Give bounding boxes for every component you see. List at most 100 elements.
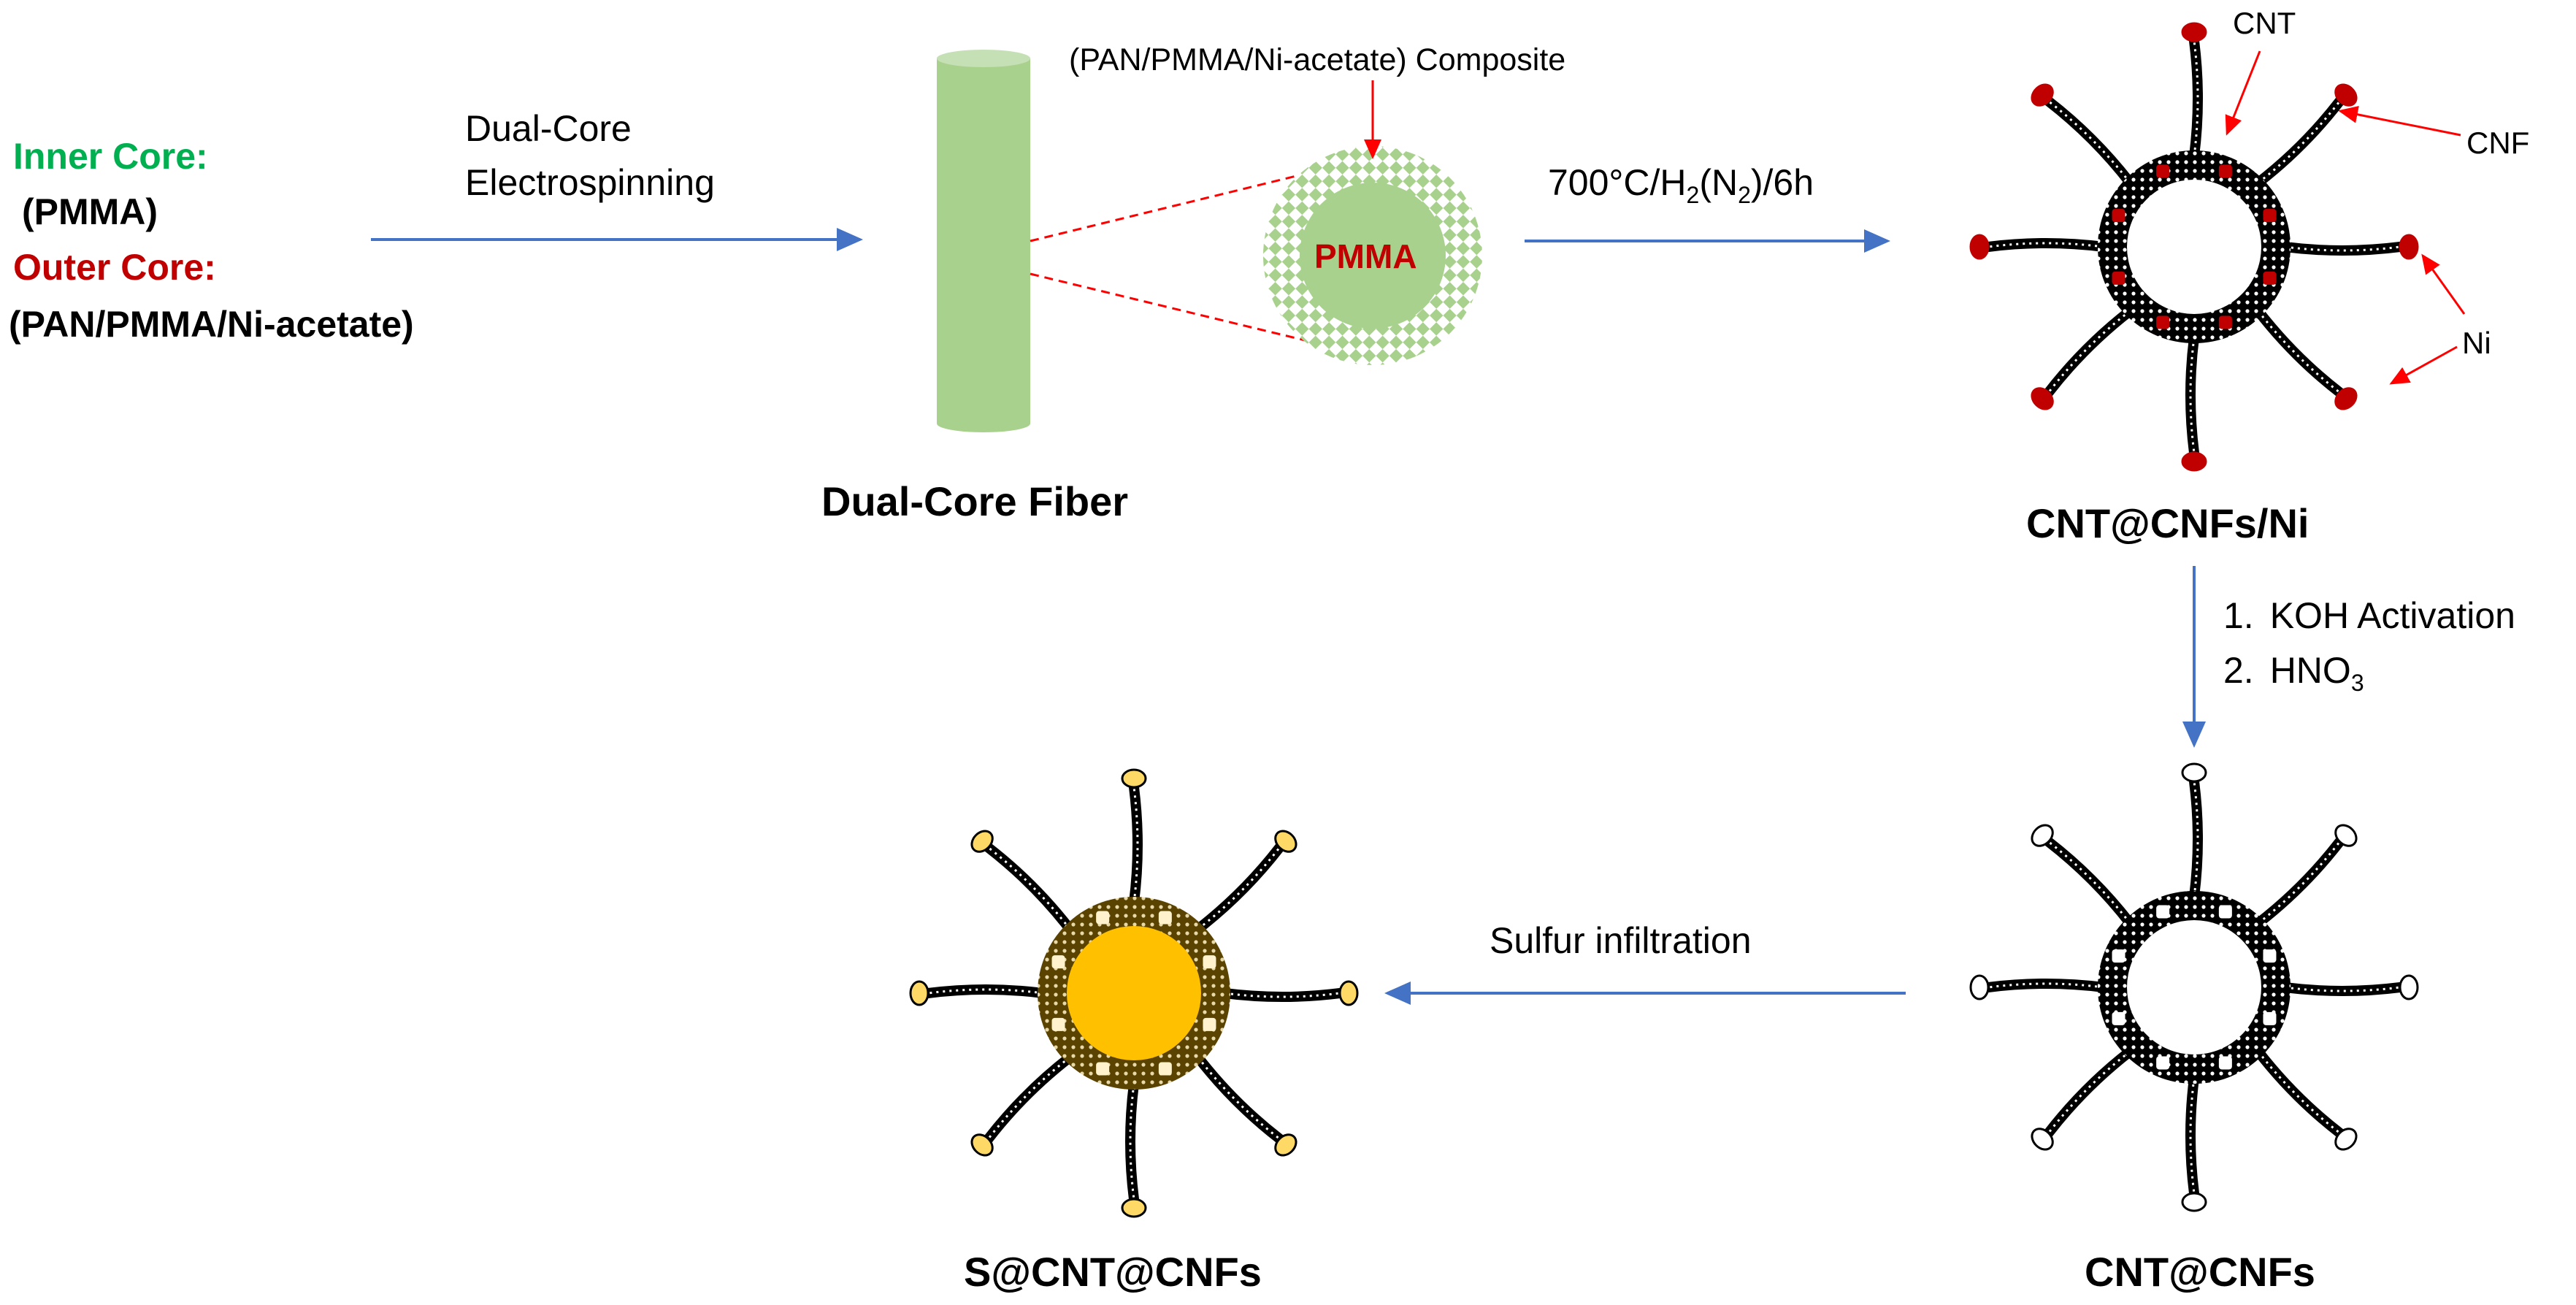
cnf-callout-arrow: [2338, 105, 2461, 137]
nanotube-arm-dots: [2257, 100, 2341, 184]
cnt-cnf-structure-icon: [1969, 762, 2419, 1212]
ni-callout-label: Ni: [2462, 326, 2491, 360]
sulfur-tip: [1274, 1133, 1297, 1157]
nanotube-arm-dots: [2047, 1050, 2131, 1134]
zoom-line-top: [1030, 168, 1324, 242]
nanotube-arm: [1219, 988, 1345, 1002]
sulfur-infiltration-label: Sulfur infiltration: [1490, 920, 1752, 961]
activation-step-2: 2.HNO3: [2223, 650, 2364, 696]
cnf-callout-label: CNF: [2466, 126, 2530, 160]
pore: [2263, 949, 2277, 963]
sulfur-particle: [1158, 1062, 1172, 1076]
ni-particle-tip: [2181, 22, 2207, 42]
nanotube-arm-dots: [1987, 982, 2104, 989]
ni-callout-arrow-1: [2421, 253, 2466, 315]
cnt-cnf-ni-structure-icon: [1969, 22, 2419, 472]
ni-callout-arrow-2: [2389, 345, 2458, 385]
nanotube-arm-dots: [2047, 310, 2131, 394]
nanotube-arm: [2043, 96, 2136, 188]
activation-step-1: 1.KOH Activation: [2223, 595, 2515, 636]
ni-particle: [2156, 315, 2170, 329]
ni-particle-tip: [1969, 234, 1990, 260]
inner-core-value: (PMMA): [22, 191, 158, 232]
nanotube-arm-dots: [987, 1056, 1071, 1140]
sulfur-particle: [1051, 1017, 1065, 1031]
electrospinning-label-line2: Electrospinning: [465, 162, 715, 203]
nanotube-arm-dots: [927, 988, 1044, 995]
nanotube-arm-dots: [1197, 1056, 1281, 1140]
nanotube-arm-dots: [2284, 245, 2401, 252]
outer-core-value: (PAN/PMMA/Ni-acetate): [9, 304, 414, 345]
nanotube-arm-dots: [2047, 100, 2131, 184]
nanotube-arm-dots: [1224, 992, 1341, 998]
inner-core-label: Inner Core:: [13, 136, 208, 177]
ni-particle-tip: [2334, 83, 2358, 107]
nanotube-arm: [2185, 332, 2199, 458]
ni-particle-tip: [2031, 387, 2054, 410]
ni-particle-tip: [2031, 83, 2054, 107]
pore: [2218, 1056, 2232, 1070]
nanotube-arm-dots: [1197, 846, 1281, 930]
nanotube-arm: [2043, 836, 2136, 929]
nanotube-arm: [1983, 979, 2109, 992]
sulfur-tip: [970, 1133, 994, 1157]
nanotube-arm-dots: [2257, 310, 2341, 394]
nanotube-arm-dots: [2257, 1050, 2341, 1134]
nanotube-arm-dots: [987, 846, 1071, 930]
composite-label: (PAN/PMMA/Ni-acetate) Composite: [1069, 42, 1566, 77]
nanotube-arm: [1983, 238, 2109, 252]
empty-tip: [2181, 762, 2207, 783]
empty-tip: [2031, 1128, 2054, 1151]
nanotube-arm: [983, 842, 1076, 935]
cnt-callout-arrow: [2225, 50, 2261, 136]
sulfur-tip: [970, 830, 994, 853]
nanotube-arm: [983, 1052, 1076, 1144]
empty-tip: [2334, 1128, 2358, 1151]
nanotube-arm: [2043, 1046, 2136, 1138]
ni-particle-tip: [2334, 387, 2358, 410]
sulfur-tip: [1121, 1198, 1147, 1218]
zoom-line-bottom: [1030, 272, 1324, 346]
electrospinning-label-line1: Dual-Core: [465, 108, 632, 149]
sulfur-particle: [1203, 955, 1216, 969]
pore: [2112, 1011, 2125, 1025]
dual-core-fiber-title: Dual-Core Fiber: [821, 478, 1129, 524]
fiber-hollow-core: [2127, 920, 2261, 1055]
ni-particle: [2218, 164, 2232, 178]
empty-tip: [2399, 974, 2419, 1000]
nanotube-arm: [2253, 836, 2345, 929]
dual-core-fiber-icon: [937, 50, 1030, 432]
cnt-cnf-title: CNT@CNFs: [2085, 1249, 2315, 1295]
nanotube-arm-dots: [2193, 781, 2199, 898]
ni-particle: [2112, 209, 2125, 223]
nanotube-arm-dots: [1987, 242, 2104, 248]
sulfur-particle: [1051, 955, 1065, 969]
outer-core-label: Outer Core:: [13, 247, 216, 288]
nanotube-arm-dots: [2193, 40, 2199, 157]
nanotube-arm: [2280, 242, 2405, 256]
pore: [2218, 905, 2232, 919]
pore: [2156, 1056, 2170, 1070]
nanotube-arm-dots: [1132, 787, 1139, 903]
nanotube-arm: [2189, 776, 2203, 902]
cross-section-icon: [1263, 146, 1482, 365]
sulfur-particle: [1203, 1017, 1216, 1031]
nanotube-arm: [1125, 1079, 1139, 1204]
pore: [2112, 949, 2125, 963]
fiber-hollow-core: [1067, 926, 1201, 1060]
cnt-callout-label: CNT: [2233, 6, 2296, 40]
s-cnt-cnf-title: S@CNT@CNFs: [964, 1249, 1262, 1295]
nanotube-arm-dots: [2047, 841, 2131, 925]
empty-tip: [2181, 1192, 2207, 1212]
nanotube-arm: [2253, 305, 2345, 398]
nanotube-arm: [1129, 782, 1143, 908]
sulfur-tip: [909, 980, 929, 1006]
sulfur-particle: [1096, 1062, 1110, 1076]
sulfur-tip: [1274, 830, 1297, 853]
pmma-core-label: PMMA: [1314, 237, 1417, 275]
nanotube-arm-dots: [2189, 1077, 2196, 1194]
ni-particle-tip: [2399, 234, 2419, 260]
ni-particle: [2263, 209, 2277, 223]
pore: [2263, 1011, 2277, 1025]
sulfur-particle: [1096, 911, 1110, 925]
